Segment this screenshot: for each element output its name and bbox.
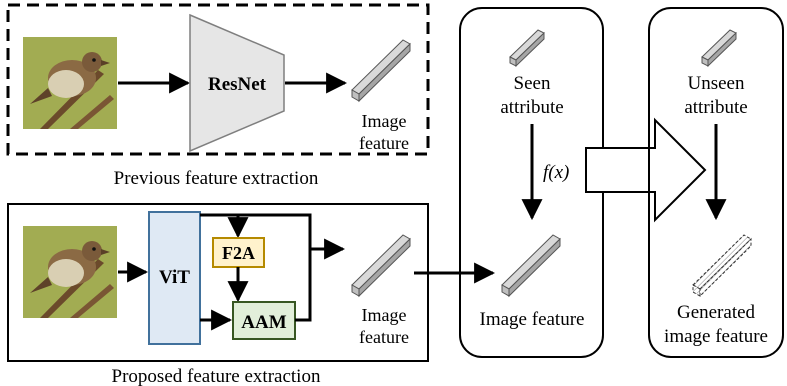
- unseen-attribute-bar: [701, 29, 737, 68]
- f2a-label: F2A: [222, 243, 255, 263]
- f2a-block: [212, 237, 265, 268]
- bird-image-proposed: [23, 226, 117, 318]
- unseen-attribute-label-line2: attribute: [684, 97, 747, 118]
- seen-attribute-label-line1: Seen: [514, 73, 551, 94]
- transfer-arrow: [585, 117, 707, 223]
- function-label: f(x): [543, 162, 569, 183]
- image-feature-bar-proposed: [351, 234, 411, 298]
- seen-image-feature-label: Image feature: [480, 309, 585, 330]
- aam-label: AAM: [241, 312, 286, 333]
- seen-image-feature-bar: [501, 234, 561, 298]
- previous-caption: Previous feature extraction: [114, 168, 319, 189]
- image-feature-label-previous-line2: feature: [359, 133, 409, 153]
- vit-block: [148, 211, 201, 345]
- aam-block: [232, 301, 296, 340]
- seen-attribute-bar: [509, 29, 545, 68]
- previous-extraction-box: [6, 3, 430, 156]
- resnet-label: ResNet: [208, 74, 267, 95]
- generated-image-feature-bar: [692, 234, 752, 298]
- generated-feature-label-line1: Generated: [677, 302, 756, 323]
- generated-feature-label-line2: image feature: [664, 326, 768, 347]
- unseen-panel: [648, 7, 784, 358]
- image-feature-label-proposed-line1: Image: [362, 305, 407, 325]
- bird-image-previous: [23, 37, 117, 129]
- unseen-attribute-label-line1: Unseen: [688, 73, 745, 94]
- proposed-caption: Proposed feature extraction: [112, 366, 321, 386]
- aam-output-connector: [295, 249, 312, 322]
- seen-attribute-label-line2: attribute: [500, 97, 563, 118]
- vit-label: ViT: [159, 267, 190, 288]
- image-feature-label-previous-line1: Image: [362, 111, 407, 131]
- resnet-block: [189, 13, 285, 153]
- image-feature-label-proposed-line2: feature: [359, 327, 409, 347]
- proposed-extraction-box: [7, 203, 429, 362]
- image-feature-bar-previous: [351, 39, 411, 103]
